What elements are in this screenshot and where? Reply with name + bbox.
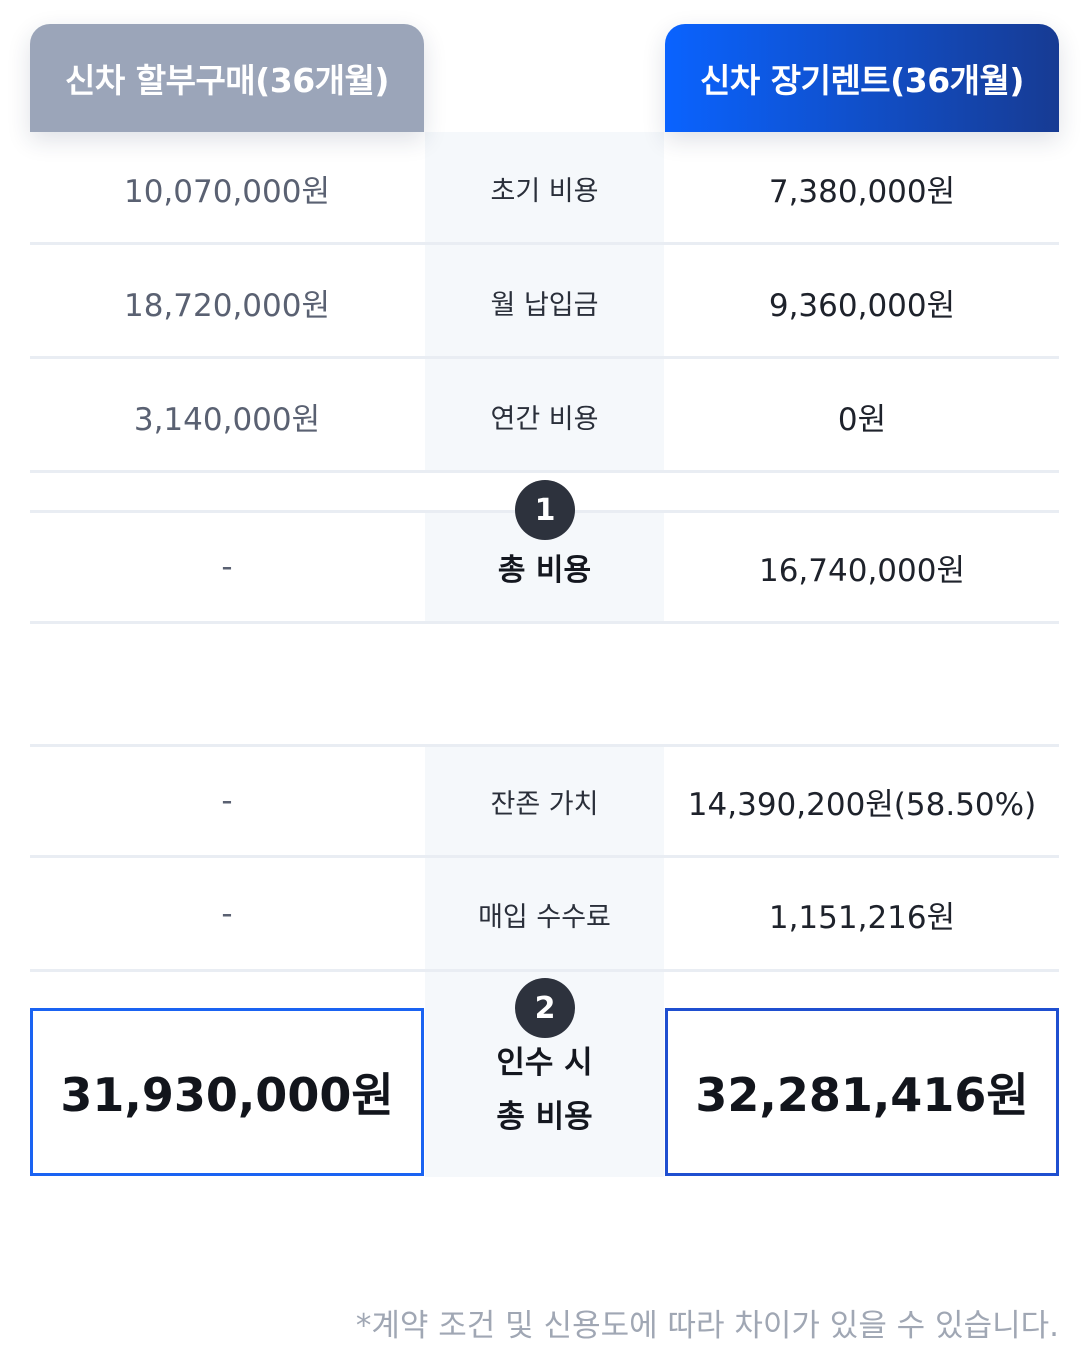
row-divider bbox=[30, 621, 1059, 624]
row-label: 월 납입금 bbox=[490, 289, 599, 321]
header-installment-purchase: 신차 할부구매(36개월) bbox=[30, 24, 424, 132]
rent-value: 1,151,216원 bbox=[768, 899, 956, 936]
column-gap bbox=[425, 623, 664, 746]
purchase-value: 10,070,000원 bbox=[123, 173, 330, 210]
rent-value: 7,380,000원 bbox=[768, 173, 956, 210]
row-label: 총 비용 bbox=[497, 553, 592, 588]
row-purchase-fee: - 매입 수수료 1,151,216원 bbox=[30, 858, 1059, 970]
purchase-total-box: 31,930,000원 bbox=[30, 1008, 424, 1176]
total-label-line1: 인수 시 bbox=[496, 1045, 593, 1081]
row-residual-value: - 잔존 가치 14,390,200원(58.50%) bbox=[30, 746, 1059, 856]
step-badge-1: 1 bbox=[515, 480, 575, 540]
row-annual-cost: 3,140,000원 연간 비용 0원 bbox=[30, 360, 1059, 472]
rent-value: 16,740,000원 bbox=[758, 552, 965, 589]
rent-value: 14,390,200원(58.50%) bbox=[687, 786, 1037, 823]
rent-value: 0원 bbox=[837, 401, 887, 438]
row-total-cost: - 총 비용 16,740,000원 bbox=[30, 512, 1059, 622]
purchase-value: 3,140,000원 bbox=[133, 401, 321, 438]
row-divider bbox=[30, 744, 1059, 747]
rent-value: 9,360,000원 bbox=[768, 287, 956, 324]
row-label: 초기 비용 bbox=[490, 175, 599, 207]
purchase-value: 18,720,000원 bbox=[123, 287, 330, 324]
row-initial-cost: 10,070,000원 초기 비용 7,380,000원 bbox=[30, 132, 1059, 244]
row-divider bbox=[30, 969, 1059, 972]
total-label-line2: 총 비용 bbox=[496, 1099, 593, 1135]
row-label: 연간 비용 bbox=[490, 403, 599, 435]
header-long-term-rent: 신차 장기렌트(36개월) bbox=[665, 24, 1059, 132]
purchase-value: - bbox=[221, 896, 233, 932]
row-label: 매입 수수료 bbox=[478, 901, 611, 933]
total-label: 인수 시 총 비용 bbox=[425, 1036, 664, 1144]
row-divider bbox=[30, 855, 1059, 858]
rent-total-box: 32,281,416원 bbox=[665, 1008, 1059, 1176]
row-divider bbox=[30, 242, 1059, 245]
purchase-value: - bbox=[221, 549, 233, 585]
row-divider bbox=[30, 470, 1059, 473]
row-label: 잔존 가치 bbox=[490, 788, 599, 820]
purchase-value: - bbox=[221, 783, 233, 819]
row-monthly-payment: 18,720,000원 월 납입금 9,360,000원 bbox=[30, 246, 1059, 358]
row-divider bbox=[30, 356, 1059, 359]
footnote: *계약 조건 및 신용도에 따라 차이가 있을 수 있습니다. bbox=[355, 1308, 1059, 1344]
step-badge-2: 2 bbox=[515, 978, 575, 1038]
